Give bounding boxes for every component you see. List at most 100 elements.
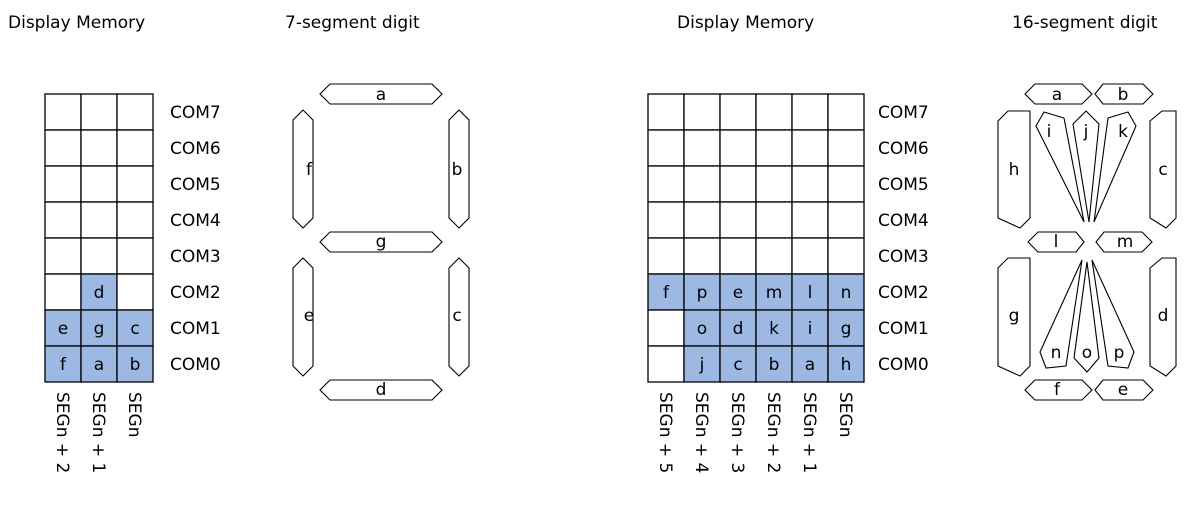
mem7-cell: [116, 165, 154, 203]
mem16-cell: [719, 165, 757, 203]
seg16-p: [1091, 259, 1135, 369]
mem16-cell: [719, 345, 757, 383]
mem16-row-label: COM7: [878, 103, 929, 123]
seg16-f-label: f: [1054, 380, 1061, 400]
mem16-cell: [683, 165, 721, 203]
seg7-c: [448, 257, 470, 377]
mem7-column-label: SEGn + 1: [88, 392, 108, 473]
mem7-cell: [44, 93, 82, 131]
seg16-k: [1093, 111, 1137, 223]
mem16-cell: [791, 201, 829, 239]
mem7-cell: [116, 237, 154, 275]
mem16-cell: [719, 273, 757, 311]
mem16-cell: [647, 309, 685, 347]
seg16-n: [1039, 259, 1083, 369]
mem16-cell: [827, 129, 865, 167]
mem7-cell: [116, 273, 154, 311]
seg16-g-label: g: [1009, 306, 1020, 326]
mem16-cell-label: d: [733, 319, 744, 339]
mem7-cell: [116, 93, 154, 131]
mem16-cell: [683, 93, 721, 131]
mem7-cell-label: e: [58, 319, 68, 339]
mem16-cell: [683, 309, 721, 347]
mem16-cell: [647, 93, 685, 131]
seg16-e: [1094, 379, 1154, 401]
mem7-row-label: COM7: [170, 103, 221, 123]
mem7-row-label: COM6: [170, 139, 221, 159]
mem16-cell: [755, 345, 793, 383]
mem7-cell: [44, 345, 82, 383]
seg16-h-label: h: [1009, 160, 1020, 180]
seg16-f: [1024, 379, 1093, 401]
mem16-column-label: SEGn + 1: [799, 392, 819, 473]
mem7-cell: [116, 309, 154, 347]
mem16-cell: [647, 129, 685, 167]
mem16-cell: [719, 201, 757, 239]
seg16-m: [1095, 231, 1153, 253]
mem16-cell: [791, 273, 829, 311]
mem7-cell: [116, 345, 154, 383]
mem16-cell: [755, 129, 793, 167]
mem16-cell: [647, 201, 685, 239]
seg16-d-label: d: [1158, 306, 1169, 326]
mem16-cell: [827, 93, 865, 131]
mem7-cell: [116, 129, 154, 167]
seg16-o: [1073, 261, 1100, 373]
mem16-column-label: SEGn + 4: [691, 392, 711, 473]
mem16-cell-label: a: [805, 355, 815, 375]
mem7-row-label: COM2: [170, 283, 221, 303]
seg7-f-label: f: [306, 160, 313, 180]
seg7-e: [292, 257, 314, 377]
seg16-d: [1149, 257, 1177, 377]
mem7-cell: [44, 273, 82, 311]
seg16-p-label: p: [1114, 343, 1125, 363]
mem7-cell: [116, 201, 154, 239]
mem7-cell: [80, 345, 118, 383]
seg7-d: [319, 379, 443, 401]
mem16-cell: [755, 237, 793, 275]
mem16-cell-label: l: [808, 283, 813, 303]
seg16-g: [997, 257, 1031, 377]
mem16-cell: [791, 93, 829, 131]
seg16-a: [1024, 83, 1093, 105]
seg16-e-label: e: [1118, 380, 1128, 400]
mem16-cell: [647, 237, 685, 275]
mem16-cell: [683, 201, 721, 239]
mem16-cell: [755, 201, 793, 239]
seg16-b: [1094, 83, 1154, 105]
mem16-cell-label: f: [663, 283, 670, 303]
mem16-cell-label: b: [769, 355, 780, 375]
mem16-cell-label: h: [841, 355, 852, 375]
mem7-column-label: SEGn: [124, 392, 144, 437]
seg7-a-label: a: [376, 85, 386, 105]
title-display-memory-16seg: Display Memory: [677, 13, 814, 33]
seg16-i-label: i: [1047, 122, 1052, 142]
mem16-cell-label: c: [733, 355, 742, 375]
mem7-cell-label: f: [60, 355, 67, 375]
seg16-b-label: b: [1118, 85, 1129, 105]
mem16-cell: [719, 93, 757, 131]
mem7-row-label: COM1: [170, 319, 221, 339]
mem7-cell: [80, 165, 118, 203]
seg7-b: [448, 109, 470, 229]
mem7-cell: [80, 237, 118, 275]
mem16-cell: [791, 129, 829, 167]
mem16-cell: [827, 237, 865, 275]
seg7-g: [319, 231, 443, 253]
seg16-n-label: n: [1051, 343, 1062, 363]
mem16-column-label: SEGn: [835, 392, 855, 437]
seg16-j-label: j: [1083, 122, 1089, 142]
seg16-l: [1027, 231, 1085, 253]
seg7-e-label: e: [304, 306, 314, 326]
mem16-column-label: SEGn + 2: [763, 392, 783, 473]
mem7-cell: [44, 165, 82, 203]
mem16-column-label: SEGn + 3: [727, 392, 747, 473]
seg7-f: [292, 109, 314, 229]
title-16-segment-digit: 16-segment digit: [1012, 13, 1158, 33]
mem16-row-label: COM4: [878, 211, 929, 231]
seg16-c-label: c: [1158, 160, 1167, 180]
mem16-row-label: COM1: [878, 319, 929, 339]
seg16-k-label: k: [1118, 122, 1128, 142]
mem7-row-label: COM5: [170, 175, 221, 195]
